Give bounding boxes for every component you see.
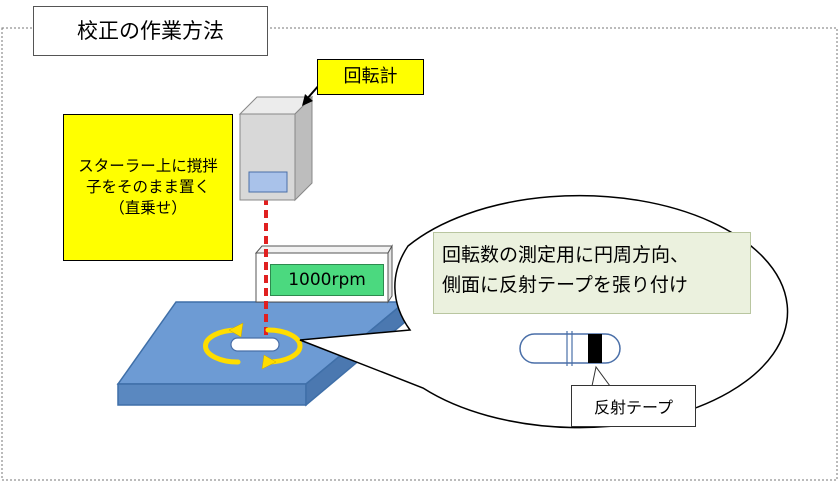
enlarged-stir-bar xyxy=(519,331,621,366)
tape-instruction-line-1: 回転数の測定用に円周方向、 xyxy=(442,244,690,266)
stir-bar xyxy=(230,337,280,352)
rotation-arrow-left-icon xyxy=(203,327,241,365)
rpm-readout: 1000rpm xyxy=(270,264,384,296)
tape-instruction-line-2: 側面に反射テープを張り付け xyxy=(442,274,688,297)
placement-note-line-1: スターラー上に撹拌 xyxy=(78,157,218,176)
placement-note-line-3: （直乗せ） xyxy=(109,198,187,217)
reflective-tape xyxy=(588,334,602,363)
rotation-arrow-right-icon xyxy=(265,327,303,365)
dotted-frame xyxy=(1,27,838,481)
tape-instruction: 回転数の測定用に円周方向、 側面に反射テープを張り付け xyxy=(433,232,751,314)
stir-bar-assembly xyxy=(203,322,303,370)
diagram-title: 校正の作業方法 xyxy=(33,6,268,56)
tachometer xyxy=(238,95,314,202)
tachometer-sensor-window xyxy=(248,171,288,193)
placement-note: スターラー上に撹拌 子をそのまま置く （直乗せ） xyxy=(63,114,233,261)
reflective-tape-label: 反射テープ xyxy=(571,385,696,427)
placement-note-line-2: 子をそのまま置く xyxy=(85,178,210,197)
tachometer-callout: 回転計 xyxy=(317,59,424,95)
